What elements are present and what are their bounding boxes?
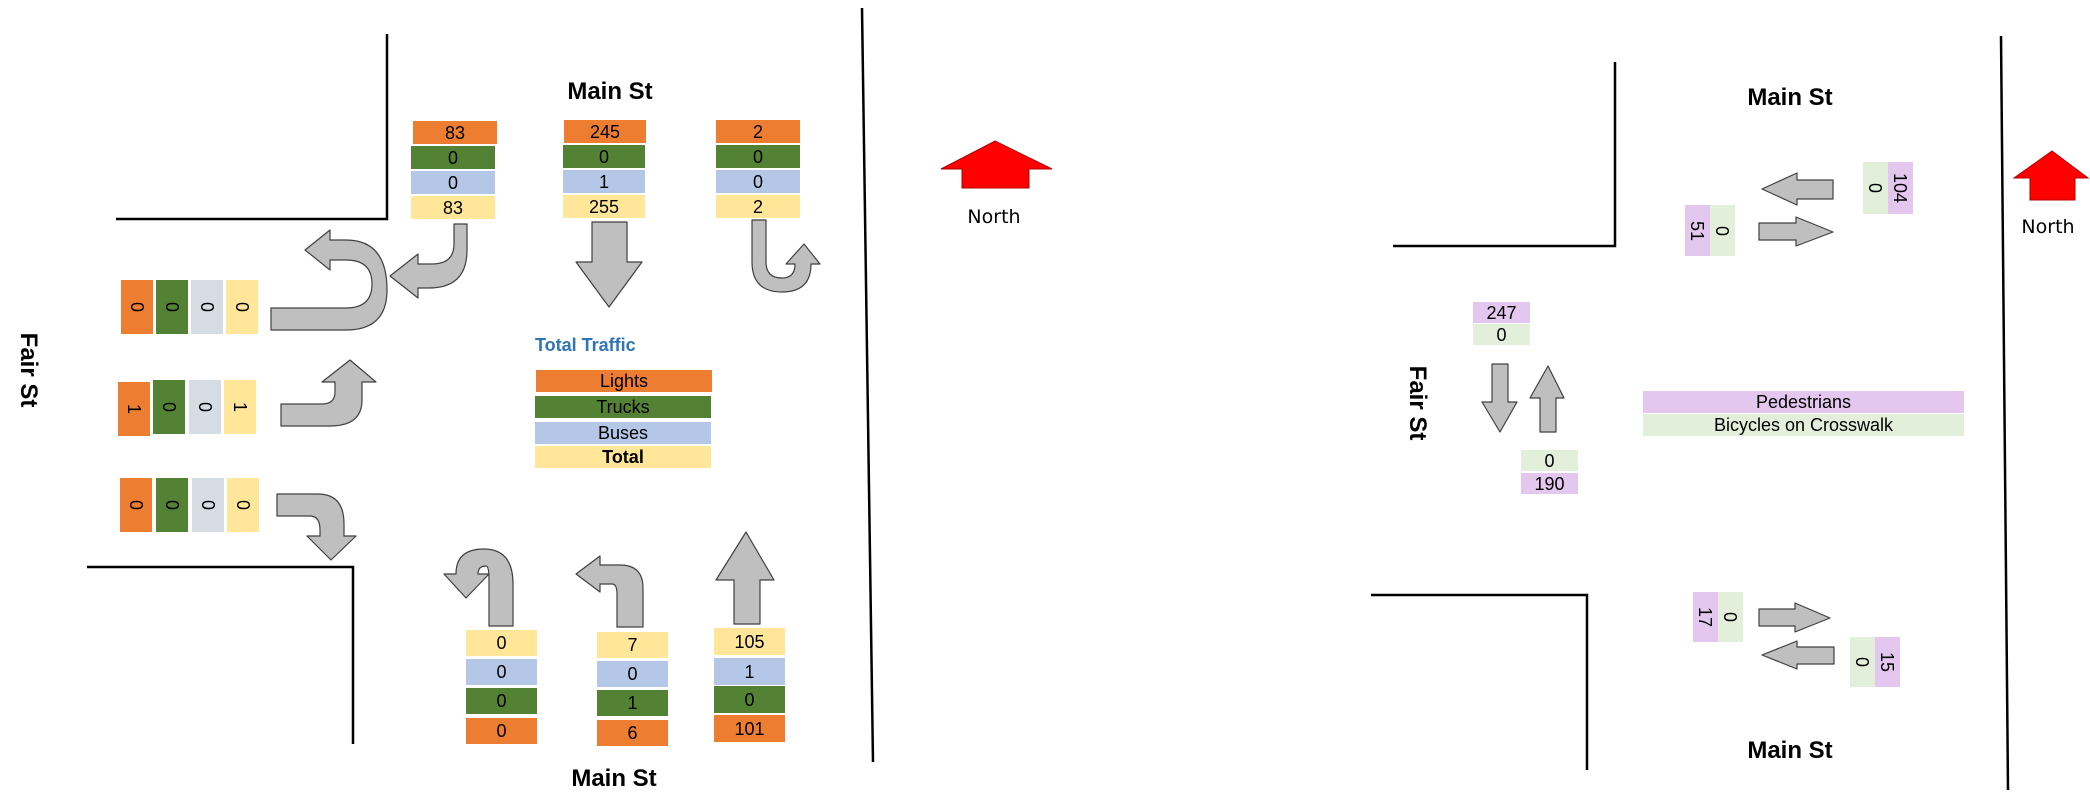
legend-item-bicycles: Bicycles on Crosswalk bbox=[1643, 414, 1964, 436]
count-bicycles: 0 bbox=[1473, 324, 1530, 345]
count-trucks: 0 bbox=[714, 686, 785, 713]
count-total: 0 bbox=[227, 478, 259, 532]
count-total: 2 bbox=[716, 195, 800, 218]
curb-east bbox=[860, 7, 875, 763]
count-lights: 0 bbox=[466, 718, 537, 744]
north-arrow-icon-right bbox=[2012, 150, 2090, 201]
count-pedestrians: 104 bbox=[1888, 162, 1913, 214]
eastbound-arrow-icon bbox=[1758, 602, 1831, 633]
count-lights: 2 bbox=[716, 120, 800, 143]
count-trucks: 0 bbox=[156, 478, 188, 532]
count-trucks: 0 bbox=[563, 145, 645, 168]
count-lights: 83 bbox=[413, 121, 497, 144]
count-total: 0 bbox=[226, 280, 258, 334]
legend-item-lights: Lights bbox=[536, 370, 712, 392]
right-turn-arrow-icon bbox=[389, 223, 468, 299]
curb-southwest bbox=[87, 565, 355, 744]
count-buses: 0 bbox=[597, 661, 668, 687]
count-buses: 1 bbox=[714, 658, 785, 685]
count-pedestrians: 51 bbox=[1685, 205, 1710, 256]
southbound-arrow-icon bbox=[1481, 363, 1518, 433]
count-trucks: 0 bbox=[156, 280, 188, 334]
count-bicycles: 0 bbox=[1710, 205, 1735, 256]
count-total: 1 bbox=[224, 380, 256, 434]
street-label-main-st-bottom: Main St bbox=[1747, 737, 1833, 764]
count-pedestrians: 190 bbox=[1521, 473, 1578, 494]
count-buses: 0 bbox=[189, 380, 221, 434]
count-lights: 245 bbox=[564, 120, 646, 143]
count-trucks: 0 bbox=[411, 146, 495, 169]
count-bicycles: 0 bbox=[1850, 637, 1875, 687]
count-buses: 0 bbox=[466, 659, 537, 685]
left-turn-arrow-icon bbox=[575, 555, 644, 628]
count-pedestrians: 247 bbox=[1473, 302, 1530, 323]
count-lights: 101 bbox=[714, 715, 785, 742]
westbound-arrow-icon bbox=[1761, 640, 1835, 670]
count-buses: 1 bbox=[563, 170, 645, 193]
count-pedestrians: 17 bbox=[1693, 592, 1718, 642]
count-total: 105 bbox=[714, 628, 785, 655]
count-buses: 0 bbox=[192, 478, 224, 532]
right-turn-arrow-icon bbox=[276, 493, 357, 561]
street-label-main-st-top: Main St bbox=[1747, 84, 1833, 111]
count-trucks: 0 bbox=[716, 145, 800, 168]
north-label: North bbox=[2021, 216, 2075, 238]
left-turn-arrow-icon bbox=[751, 219, 821, 293]
legend-item-pedestrians: Pedestrians bbox=[1643, 391, 1964, 413]
count-trucks: 0 bbox=[466, 688, 537, 714]
count-lights: 6 bbox=[597, 720, 668, 746]
eastbound-arrow-icon bbox=[1758, 216, 1834, 247]
left-turn-arrow-icon bbox=[280, 359, 377, 427]
count-bicycles: 0 bbox=[1718, 592, 1743, 642]
count-buses: 0 bbox=[716, 170, 800, 193]
curb-southwest-right bbox=[1371, 593, 1589, 770]
northbound-arrow-icon bbox=[1529, 365, 1565, 433]
legend-item-trucks: Trucks bbox=[535, 396, 711, 418]
legend-item-buses: Buses bbox=[535, 422, 711, 444]
curb-east-right bbox=[1999, 35, 2010, 791]
count-lights: 0 bbox=[121, 280, 153, 334]
street-label-main-st-bottom: Main St bbox=[571, 765, 657, 792]
legend-title: Total Traffic bbox=[535, 335, 636, 355]
count-total: 7 bbox=[597, 632, 668, 658]
westbound-arrow-icon bbox=[1761, 172, 1834, 206]
through-arrow-icon bbox=[575, 221, 643, 308]
north-label: North bbox=[967, 206, 1021, 228]
street-label-main-st-top: Main St bbox=[567, 78, 653, 105]
uturn-arrow-icon bbox=[443, 548, 514, 627]
count-total: 0 bbox=[466, 630, 537, 656]
count-bicycles: 0 bbox=[1863, 162, 1888, 214]
count-lights: 1 bbox=[118, 382, 150, 436]
count-trucks: 0 bbox=[153, 380, 185, 434]
count-total: 255 bbox=[563, 195, 645, 218]
street-label-fair-st: Fair St bbox=[1404, 365, 1431, 441]
curb-northwest-right bbox=[1393, 62, 1617, 248]
legend-item-total: Total bbox=[535, 446, 711, 468]
curb-northwest bbox=[116, 34, 389, 221]
count-total: 83 bbox=[411, 196, 495, 219]
count-buses: 0 bbox=[411, 171, 495, 194]
through-arrow-icon bbox=[715, 531, 775, 625]
street-label-fair-st: Fair St bbox=[15, 332, 42, 408]
count-pedestrians: 15 bbox=[1875, 637, 1900, 687]
count-bicycles: 0 bbox=[1521, 450, 1578, 471]
count-lights: 0 bbox=[120, 478, 152, 532]
count-trucks: 1 bbox=[597, 690, 668, 716]
uturn-arrow-icon bbox=[270, 229, 388, 331]
count-buses: 0 bbox=[191, 280, 223, 334]
north-arrow-icon bbox=[940, 140, 1053, 189]
